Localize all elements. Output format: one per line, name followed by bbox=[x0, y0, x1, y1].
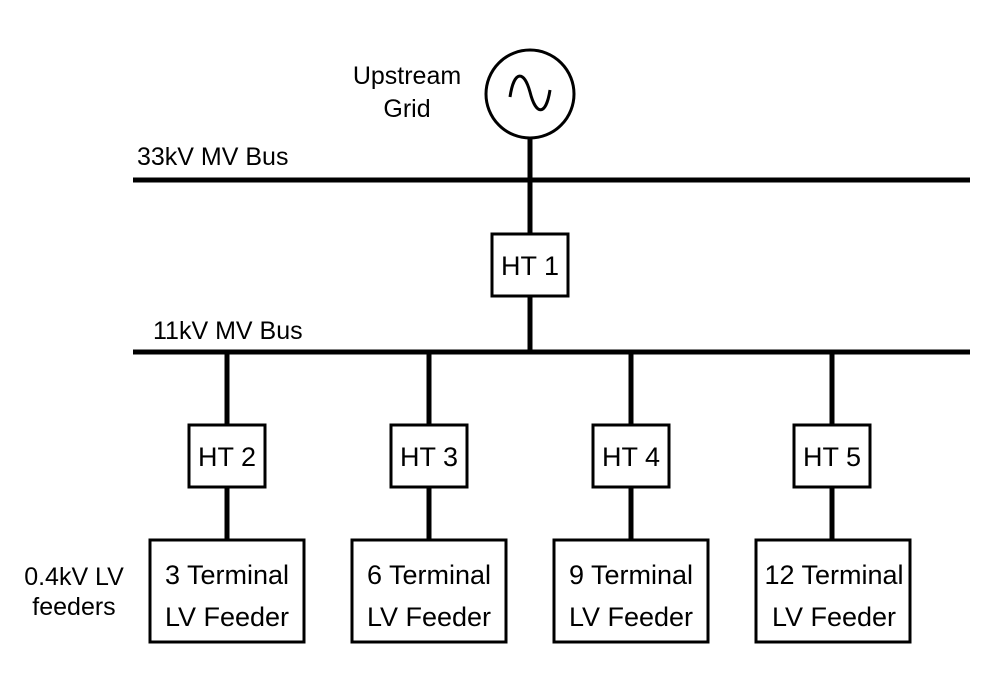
lv-feeders-label-line2: feeders bbox=[32, 593, 115, 621]
grid-label-line1: Upstream bbox=[353, 62, 461, 90]
feeder-box-3 bbox=[552, 538, 710, 644]
transformer-ht3-label: HT 3 bbox=[400, 442, 458, 472]
feeder-2-line2: LV Feeder bbox=[367, 602, 491, 632]
feeder-3-line2: LV Feeder bbox=[569, 602, 693, 632]
transformer-ht2-label: HT 2 bbox=[198, 442, 256, 472]
upstream-grid-source bbox=[484, 48, 576, 140]
bus-11kv-label: 11kV MV Bus bbox=[153, 317, 303, 345]
transformer-ht3 bbox=[389, 423, 469, 489]
feeder-4-line1: 12 Terminal bbox=[764, 560, 903, 590]
bus-33kv-label: 33kV MV Bus bbox=[137, 143, 288, 171]
feeder-2-line1: 6 Terminal bbox=[367, 560, 491, 590]
feeder-1-line2: LV Feeder bbox=[165, 602, 289, 632]
feeder-3-line1: 9 Terminal bbox=[569, 560, 693, 590]
transformer-ht4-label: HT 4 bbox=[602, 442, 660, 472]
grid-label-line2: Grid bbox=[383, 95, 430, 123]
lv-feeders-label-line1: 0.4kV LV bbox=[24, 563, 124, 591]
transformer-ht1-label: HT 1 bbox=[501, 251, 559, 281]
feeder-box-4 bbox=[754, 538, 912, 644]
transformer-ht1 bbox=[490, 232, 570, 298]
transformer-ht5-label: HT 5 bbox=[803, 442, 861, 472]
feeder-1-line1: 3 Terminal bbox=[165, 560, 289, 590]
feeder-box-2 bbox=[350, 538, 508, 644]
feeder-box-1 bbox=[148, 538, 306, 644]
feeder-4-line2: LV Feeder bbox=[772, 602, 896, 632]
sine-wave-icon bbox=[508, 74, 552, 112]
